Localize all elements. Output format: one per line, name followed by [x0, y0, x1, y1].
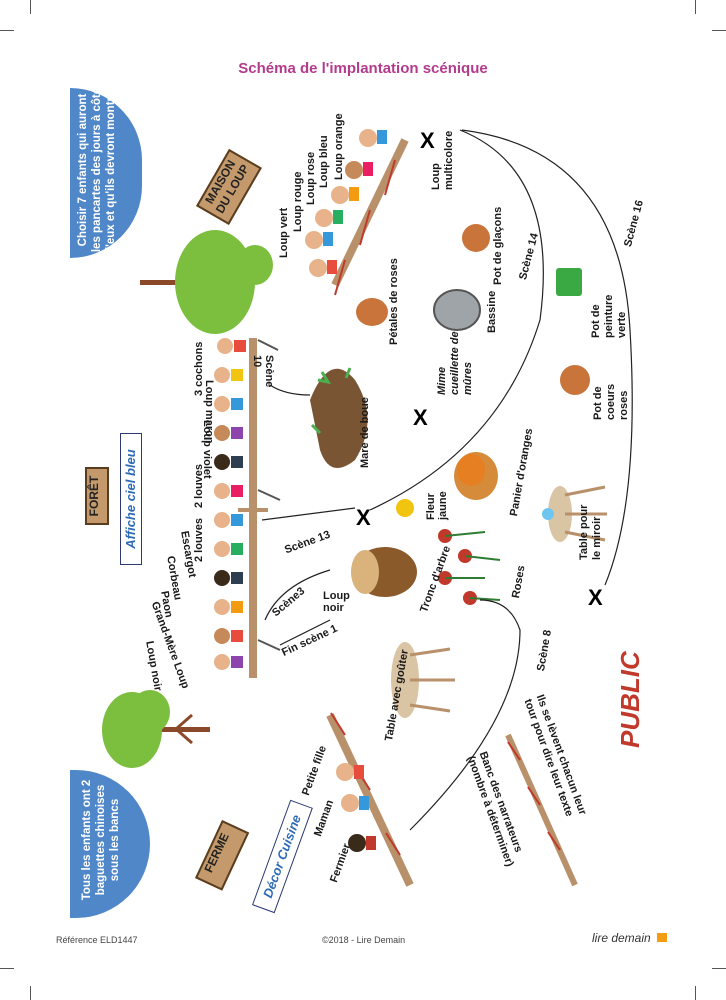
label-scene-10: Scène 10: [251, 355, 275, 388]
bench-bottom: [326, 712, 414, 887]
bench-narrators: [505, 733, 578, 887]
pot-coeurs: [560, 365, 590, 395]
page-title: Schéma de l'implantation scénique: [238, 60, 488, 77]
label-2-louves-1: 2 louves: [193, 463, 205, 508]
label-loup-rose: Loup rose: [305, 151, 317, 205]
bench-top: [331, 138, 409, 296]
tree-top: [140, 230, 273, 334]
scene-arrows: [261, 129, 633, 831]
pot-peinture: [556, 268, 582, 296]
crop-mark: [712, 968, 726, 969]
label-loup-noir-2: Loup noir: [323, 590, 350, 614]
book-icon: [657, 933, 668, 942]
pot-glacons: [462, 224, 490, 252]
label-petales: Pétales de roses: [388, 258, 400, 345]
label-fleur: Fleur jaune: [425, 491, 449, 520]
public-label: PUBLIC: [615, 651, 645, 748]
label-loup-multicolore: Loup multicolore: [430, 130, 455, 190]
marker-x: X: [356, 505, 371, 530]
bassine-shape: [433, 289, 481, 331]
label-loup-bleu: Loup bleu: [318, 135, 330, 188]
footer-reference: Référence ELD1447: [56, 935, 138, 945]
crop-mark: [30, 0, 31, 14]
mare-shape: [310, 367, 368, 468]
tronc-shape: [351, 547, 417, 597]
label-loup-rouge: Loup rouge: [292, 171, 304, 233]
marker-x: X: [413, 405, 428, 430]
tree-bottom: [102, 690, 210, 768]
logo-text: lire demain: [592, 931, 651, 945]
roses-shape: [438, 529, 501, 605]
crop-mark: [30, 986, 31, 1000]
kids-top-bench: [305, 129, 387, 277]
crop-mark: [0, 968, 14, 969]
marker-x: X: [420, 128, 435, 153]
pot-petales: [356, 298, 388, 326]
sign-foret: FORÊT: [85, 467, 109, 525]
table-miroir-shape: [542, 485, 607, 542]
crop-mark: [712, 30, 726, 31]
bench-middle: [238, 338, 281, 678]
kids-bottom-bench: [336, 763, 376, 852]
footer-logo: lire demain: [592, 931, 668, 945]
label-loup-vert: Loup vert: [278, 207, 290, 258]
kids-middle-bench: [214, 338, 246, 670]
label-mime: Mime cueillette de mûres: [436, 331, 474, 395]
label-2-louves-2: 2 louves: [193, 517, 205, 562]
label-loup-orange: Loup orange: [333, 113, 345, 180]
panier-shape: [454, 452, 498, 500]
footer-copyright: ©2018 - Lire Demain: [322, 935, 406, 945]
table-gouter-shape: [391, 642, 455, 718]
label-table-miroir: Table pour le miroir: [578, 504, 603, 560]
crop-mark: [695, 0, 696, 14]
label-mare: Mare de boue: [359, 397, 371, 468]
marker-x: X: [588, 585, 603, 610]
label-bassine: Bassine: [486, 290, 498, 333]
decor-affiche: Affiche ciel bleu: [120, 433, 142, 565]
crop-mark: [695, 986, 696, 1000]
label-coeurs: Pot de coeurs roses: [592, 383, 630, 420]
fleur-shape: [396, 499, 414, 517]
label-glacons: Pot de glaçons: [492, 206, 504, 285]
label-peinture: Pot de peinture verte: [590, 294, 628, 338]
crop-mark: [0, 30, 14, 31]
